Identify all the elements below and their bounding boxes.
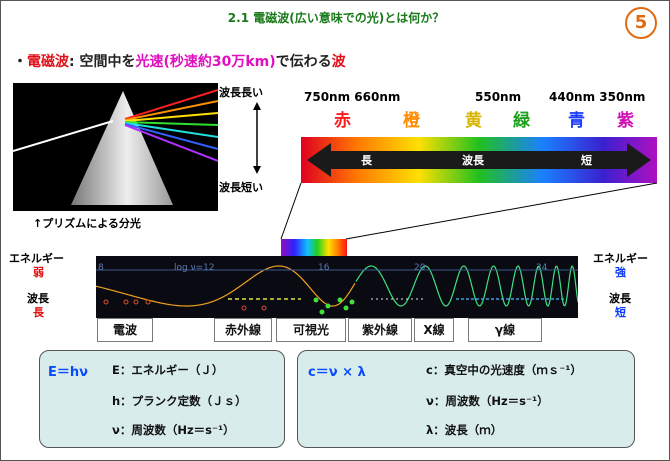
prism-long-label: 波長長い xyxy=(219,86,263,99)
prism-short-label: 波長短い xyxy=(219,181,263,194)
formula-energy-def-e: E：エネルギー（Ｊ） xyxy=(112,363,224,377)
tick-8: 8 xyxy=(98,263,104,273)
category-ultraviolet: 紫外線 xyxy=(348,318,412,342)
nm-label-green: 550nm xyxy=(475,90,522,104)
color-label-violet: 紫 xyxy=(617,111,634,131)
nm-label-red: 750nm 660nm xyxy=(304,90,401,104)
tick-12: log ν=12 xyxy=(174,263,215,273)
arrow-long-label: 長 xyxy=(361,154,372,167)
tick-24: 24 xyxy=(536,263,548,273)
headline-term: 電磁波 xyxy=(27,54,69,70)
tick-16: 16 xyxy=(318,263,330,273)
energy-strong-label: 強 xyxy=(615,266,626,279)
wavelength-label-left: 波長 xyxy=(27,292,49,305)
prism-caption: ↑プリズムによる分光 xyxy=(33,217,141,230)
category-visible: 可視光 xyxy=(276,318,346,342)
headline: ・電磁波: 空間中を光速(秒速約30万km)で伝わる波 xyxy=(13,51,346,71)
formula-speed-def-lambda: λ：波長（ｍ） xyxy=(426,423,503,437)
formula-energy-def-h: h：プランク定数（Ｊｓ） xyxy=(112,394,247,408)
color-label-green: 緑 xyxy=(513,111,530,131)
formula-speed-def-c: c：真空中の光速度（ｍｓ⁻¹） xyxy=(426,363,582,377)
slide-title: 2.1 電磁波(広い意味での光)とは何か？ xyxy=(227,11,445,25)
wavelength-long-label: 長 xyxy=(33,306,44,319)
arrow-wavelength-label: 波長 xyxy=(462,154,484,167)
tick-20: 20 xyxy=(414,263,426,273)
radio-dots xyxy=(103,299,151,305)
energy-label-right: エネルギー xyxy=(593,252,648,265)
category-radio: 電波 xyxy=(97,318,153,342)
visible-dots xyxy=(313,297,355,315)
color-label-orange: 橙 xyxy=(403,111,420,131)
wavelength-double-arrow xyxy=(253,102,261,174)
arrow-short-label: 短 xyxy=(581,154,592,167)
nm-label-blue: 440nm 350nm xyxy=(549,90,646,104)
energy-label-left: エネルギー xyxy=(9,252,64,265)
color-label-yellow: 黄 xyxy=(465,111,482,131)
category-infrared: 赤外線 xyxy=(214,318,272,342)
headline-wave: 波 xyxy=(331,54,346,70)
formula-energy-equation: E＝hν xyxy=(48,365,88,380)
visible-spectrum-bar xyxy=(301,137,657,183)
em-wave xyxy=(96,265,356,307)
headline-colon: : 空間中を xyxy=(69,54,136,70)
formula-speed-equation: c＝ν × λ xyxy=(308,365,366,380)
color-label-blue: 青 xyxy=(568,111,585,131)
formula-box-light-speed: c＝ν × λ c：真空中の光速度（ｍｓ⁻¹） ν：周波数（Hz＝s⁻¹） λ：… xyxy=(297,350,635,448)
formula-speed-def-nu: ν：周波数（Hz＝s⁻¹） xyxy=(426,394,549,408)
formula-box-energy: E＝hν E：エネルギー（Ｊ） h：プランク定数（Ｊｓ） ν：周波数（Hz＝s⁻… xyxy=(39,350,285,448)
visible-band-swatch xyxy=(281,239,347,259)
page-number-badge: 5 xyxy=(625,7,657,39)
em-spectrum-band: 8 log ν=12 16 20 24 xyxy=(96,256,578,318)
wavelength-short-label: 短 xyxy=(615,306,626,319)
color-label-red: 赤 xyxy=(334,111,351,131)
headline-bullet: ・ xyxy=(13,54,27,70)
category-gamma: γ線 xyxy=(468,318,542,342)
energy-weak-label: 弱 xyxy=(33,266,44,279)
headline-speed: 光速(秒速約30万km) xyxy=(135,54,276,70)
category-xray: X線 xyxy=(414,318,454,342)
headline-middle: で伝わる xyxy=(275,54,332,70)
prism-image xyxy=(13,83,218,211)
wavelength-label-right: 波長 xyxy=(609,292,631,305)
ir-markers xyxy=(228,298,301,311)
formula-energy-def-nu: ν：周波数（Hz＝s⁻¹） xyxy=(112,423,235,437)
